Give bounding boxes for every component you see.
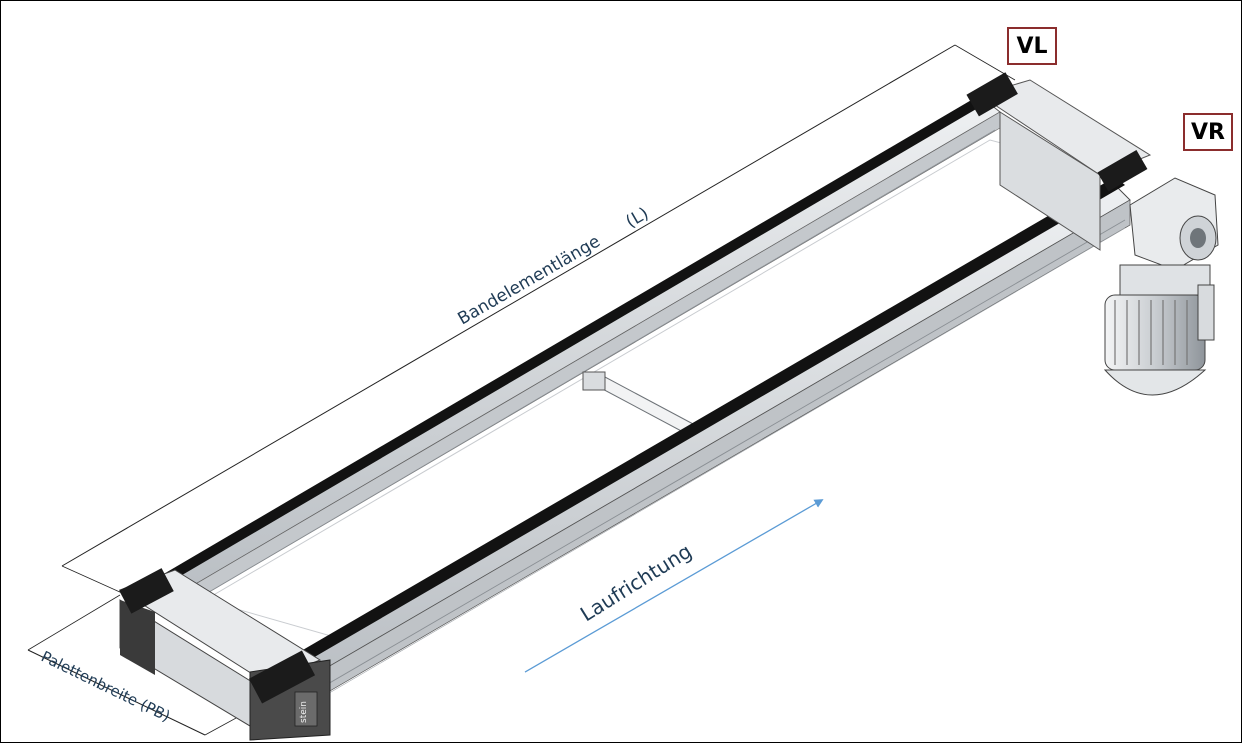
far-end-block — [966, 72, 1152, 251]
near-end-block: stein — [118, 568, 331, 741]
corner-tag-vr: VR — [1183, 113, 1233, 151]
right-rail — [264, 177, 1131, 721]
left-rail — [149, 92, 1001, 619]
drive-motor — [1103, 177, 1219, 396]
corner-tag-vl: VL — [1007, 27, 1057, 65]
brand-logo: stein — [299, 701, 309, 723]
length-symbol: (L) — [623, 204, 653, 233]
length-label: Bandelementlänge — [455, 232, 604, 330]
cross-bar — [582, 371, 696, 434]
direction-arrow — [524, 499, 824, 673]
direction-label: Laufrichtung — [576, 539, 696, 626]
